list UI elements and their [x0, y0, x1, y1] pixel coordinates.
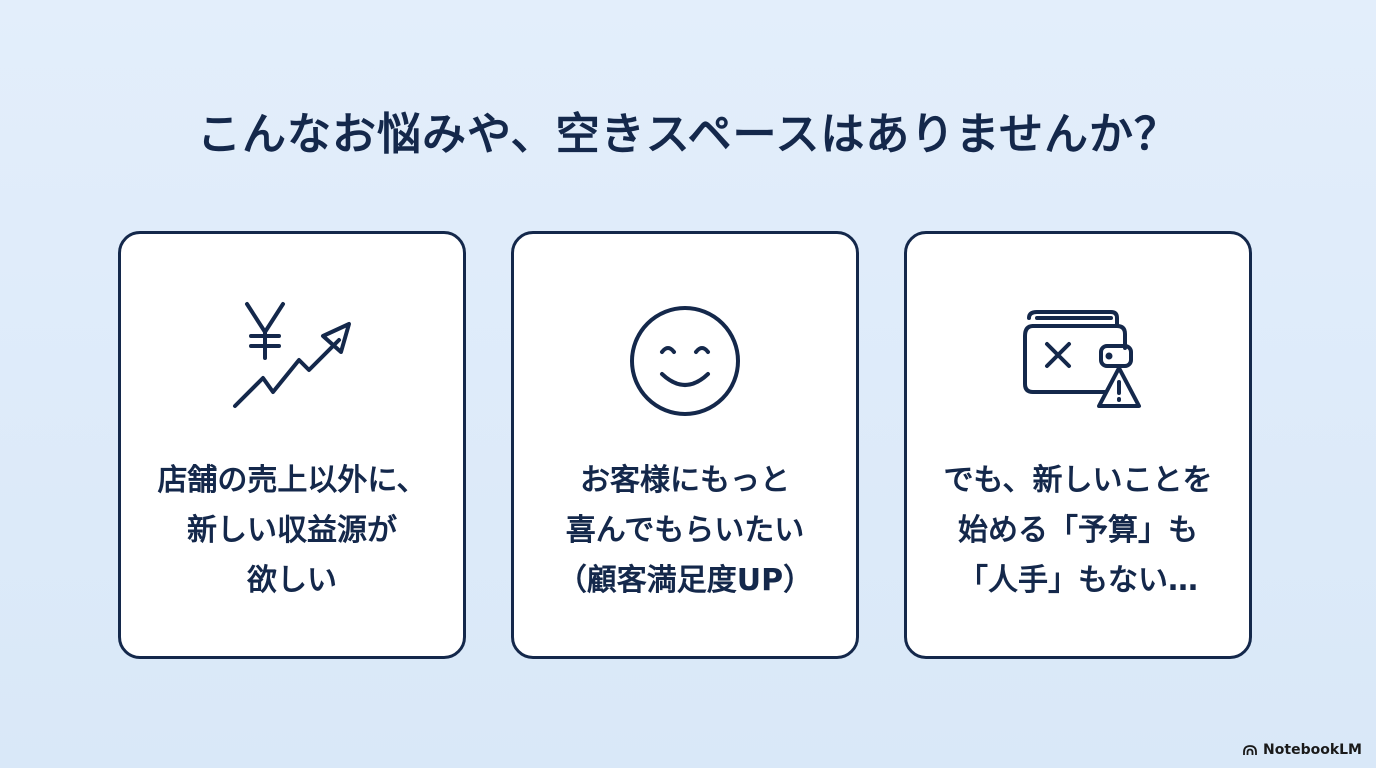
card-line: 「人手」もない…: [958, 563, 1198, 598]
card-revenue: 店舗の売上以外に、 新しい収益源が 欲しい: [118, 231, 466, 659]
card-line: 店舗の売上以外に、: [157, 463, 427, 498]
card-line: でも、新しいことを: [943, 463, 1213, 498]
card-line: 新しい収益源が: [187, 513, 397, 548]
card-line: （顧客満足度UP）: [556, 563, 814, 598]
notebooklm-logo-icon: [1243, 745, 1257, 755]
wallet-warning-icon: [1023, 310, 1141, 408]
card-line: 始める「予算」も: [958, 513, 1198, 548]
branding-label: NotebookLM: [1263, 742, 1362, 758]
card-text: 店舗の売上以外に、 新しい収益源が 欲しい: [121, 456, 463, 606]
card-line: お客様にもっと: [580, 463, 790, 498]
card-text: でも、新しいことを 始める「予算」も 「人手」もない…: [907, 456, 1249, 606]
smiley-face-icon: [630, 306, 740, 416]
card-text: お客様にもっと 喜んでもらいたい （顧客満足度UP）: [514, 456, 856, 606]
notebooklm-branding: NotebookLM: [1242, 742, 1362, 758]
yen-growth-arrow-icon: [233, 302, 351, 408]
card-no-budget: でも、新しいことを 始める「予算」も 「人手」もない…: [904, 231, 1252, 659]
card-line: 欲しい: [247, 563, 337, 598]
card-line: 喜んでもらいたい: [565, 513, 805, 548]
slide-title: こんなお悩みや、空きスペースはありませんか？: [196, 109, 1180, 160]
card-satisfaction: お客様にもっと 喜んでもらいたい （顧客満足度UP）: [511, 231, 859, 659]
